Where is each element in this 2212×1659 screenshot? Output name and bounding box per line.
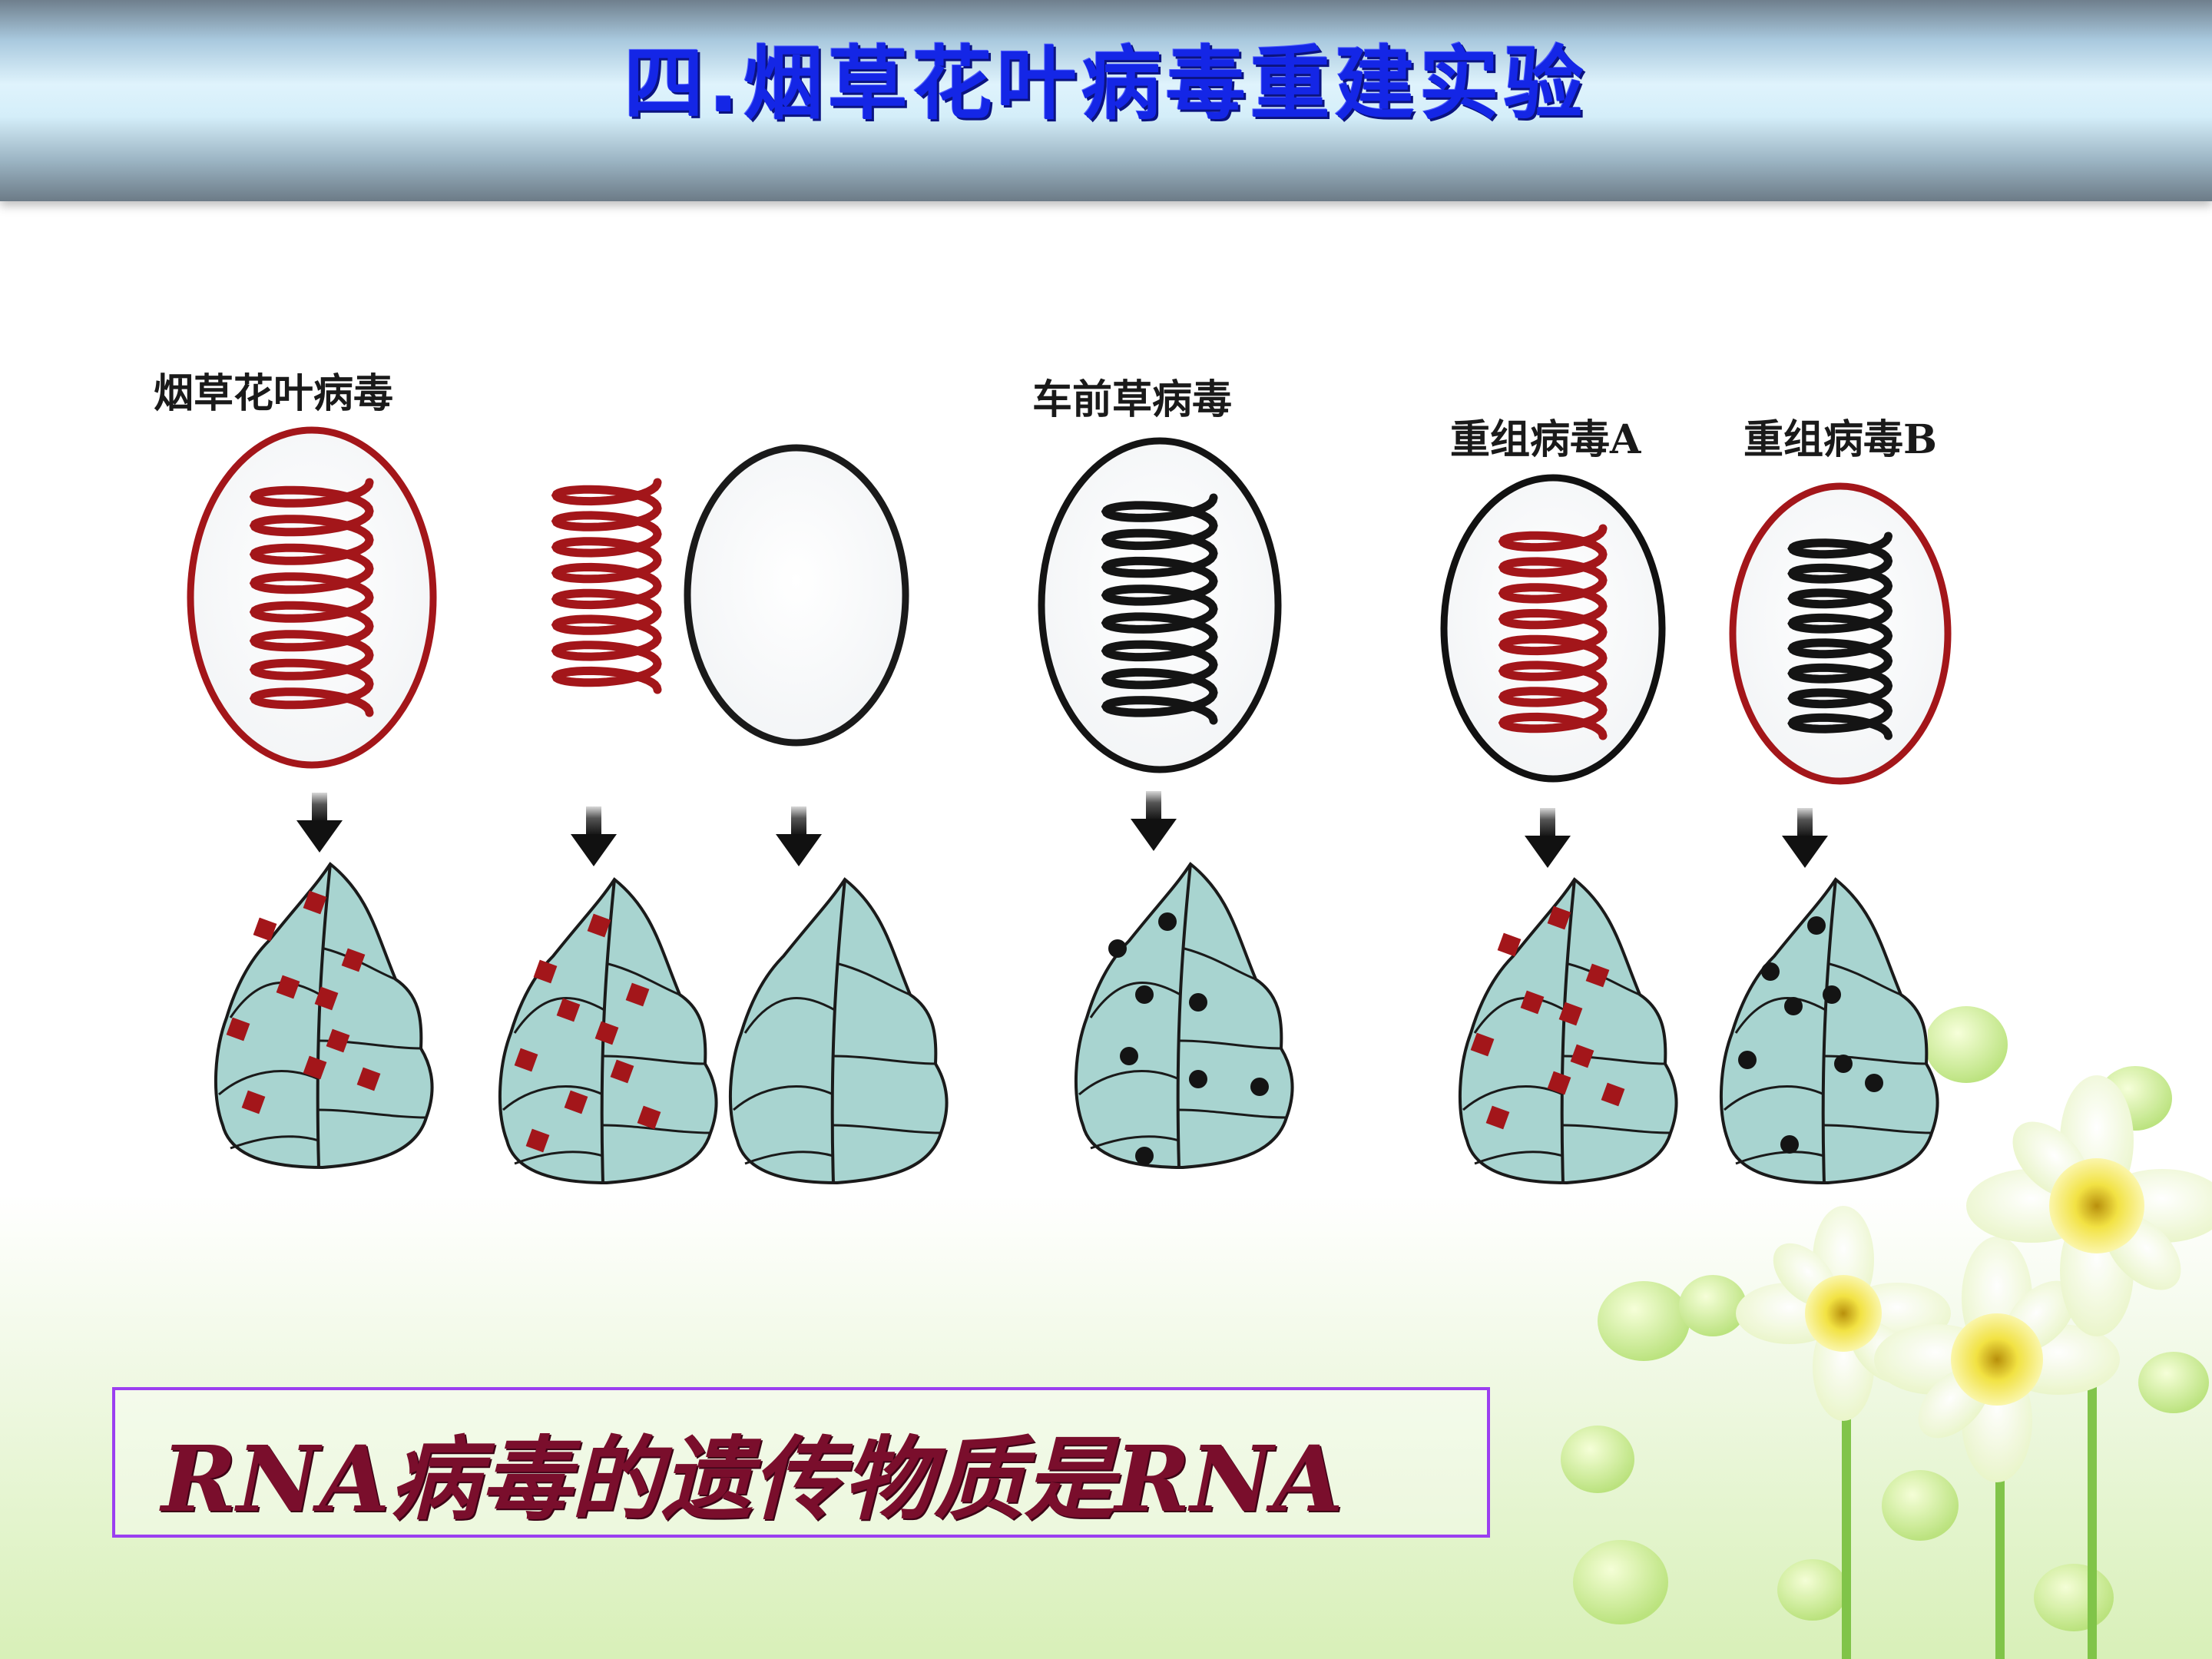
lesion-spot bbox=[1120, 1047, 1138, 1065]
lesion-spot bbox=[1823, 985, 1841, 1004]
virus-capsid-icon bbox=[190, 430, 433, 765]
lesion-spot bbox=[1784, 997, 1803, 1015]
arrow-shaft bbox=[312, 793, 327, 822]
lesion-spot bbox=[1865, 1074, 1883, 1092]
leaf-blob bbox=[2034, 1564, 2114, 1631]
leaf-blob bbox=[1925, 1006, 2008, 1083]
arrow-shaft bbox=[1797, 808, 1813, 837]
lesion-spot bbox=[1834, 1055, 1853, 1073]
virus-capsid-icon bbox=[687, 448, 906, 743]
lesion-spot bbox=[1135, 1147, 1154, 1165]
arrow-shaft bbox=[791, 806, 806, 836]
label-tmv: 烟草花叶病毒 bbox=[154, 361, 393, 419]
leaf-blob bbox=[1561, 1426, 1634, 1493]
lesion-spot bbox=[1158, 912, 1177, 931]
arrow-shaft bbox=[1540, 808, 1555, 837]
lesion-spot bbox=[1189, 993, 1207, 1012]
lesion-spot bbox=[1738, 1051, 1757, 1069]
lesion-spot bbox=[1135, 985, 1154, 1004]
leaf-blob bbox=[1882, 1470, 1959, 1541]
virus-capsid-icon bbox=[1041, 441, 1278, 770]
lesion-spot bbox=[1189, 1070, 1207, 1088]
virus-capsid-icon bbox=[1733, 486, 1948, 781]
leaf-blob bbox=[2138, 1352, 2209, 1413]
leaf-blob bbox=[1777, 1559, 1848, 1621]
lesion-spot bbox=[1250, 1078, 1269, 1096]
leaf-blob bbox=[1598, 1281, 1690, 1361]
conclusion-box: RNA病毒的遗传物质是RNA bbox=[112, 1387, 1490, 1538]
label-recombinant-b: 重组病毒B bbox=[1743, 407, 1937, 465]
arrow-shaft bbox=[1146, 791, 1161, 820]
conclusion-text: RNA病毒的遗传物质是RNA bbox=[161, 1406, 1343, 1537]
label-recombinant-a: 重组病毒A bbox=[1450, 407, 1641, 465]
lesion-spot bbox=[1807, 916, 1826, 935]
label-hrv: 车前草病毒 bbox=[1032, 367, 1232, 425]
lesion-spot bbox=[1761, 962, 1780, 981]
lesion-spot bbox=[1108, 939, 1127, 958]
lesion-spot bbox=[1780, 1135, 1799, 1154]
leaf-blob bbox=[1573, 1540, 1668, 1624]
arrow-shaft bbox=[586, 806, 601, 836]
leaf-blob bbox=[1679, 1275, 1747, 1336]
